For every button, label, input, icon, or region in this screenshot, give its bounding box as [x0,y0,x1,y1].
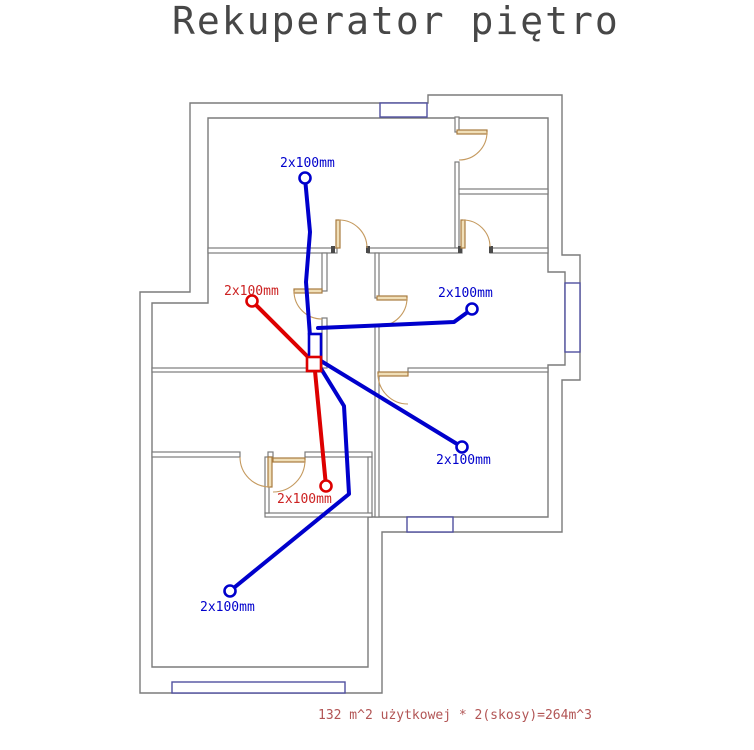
door-arc [239,456,271,488]
doors [239,129,491,493]
interior-wall [207,247,338,254]
exhaust-riser-box [305,355,323,373]
area-calculation-note: 132 m^2 użytkowej * 2(skosy)=264m^3 [318,708,592,723]
interior-wall [374,252,380,299]
supply-diffuser [465,302,479,316]
duct-size-label: 2x100mm [224,284,279,299]
interior-wall [151,367,323,373]
diffusers [223,171,479,598]
exhaust-diffuser [245,294,259,308]
interior-wall [367,247,463,254]
door-leaf [456,129,488,135]
duct-labels: 2x100mm 2x100mm 2x100mm 2x100mm 2x100mm … [200,156,493,615]
interior-wall [321,252,328,292]
door-arc [378,297,408,327]
interior-wall [367,456,373,518]
interior-wall [304,451,373,458]
exterior-wall-outer [139,94,581,694]
supply-diffuser [298,171,312,185]
window-bottom-right [406,516,454,533]
supply-diffuser [455,440,469,454]
window-bottom-left [171,681,346,694]
recuperator-riser-unit [305,332,323,373]
supply-duct-bottom-left [228,365,351,593]
door-arc [272,459,306,493]
windows [171,102,581,694]
door-leaf [267,456,273,488]
drawing-title: Rekuperator piętro [172,0,620,43]
interior-wall [374,325,380,518]
exhaust-duct-wc [313,369,328,488]
supply-riser-box [307,332,323,360]
window-bay-right [564,282,581,353]
exterior-walls [139,94,581,694]
supply-ducts [228,176,474,593]
door-jamb [458,246,462,253]
supply-duct-top-left [303,176,312,338]
interior-wall [407,367,549,373]
door-arc [293,290,323,320]
duct-size-label: 2x100mm [277,492,332,507]
supply-diffuser [223,584,237,598]
interior-wall [151,451,241,458]
door-jamb [366,246,370,253]
exhaust-duct-left-middle [250,299,312,361]
door-arc [377,373,409,405]
supply-duct-bottom-right [319,359,464,449]
interior-walls [151,116,549,518]
exterior-wall-inner [151,117,566,668]
door-leaf [272,457,306,463]
door-leaf [376,295,408,301]
door-leaf [377,371,409,377]
supply-duct-middle-right [316,307,474,330]
door-arc [458,131,488,161]
door-leaf [460,219,466,249]
door-arc [338,219,368,249]
exhaust-diffuser [319,479,333,493]
door-jamb [489,246,493,253]
duct-size-label: 2x100mm [436,453,491,468]
duct-size-label: 2x100mm [280,156,335,171]
door-arc [462,219,491,248]
interior-wall [267,451,274,458]
door-jamb [331,246,335,253]
interior-wall [458,188,549,195]
exhaust-ducts [250,299,328,488]
door-leaf [335,219,341,249]
duct-size-label: 2x100mm [200,600,255,615]
interior-wall [454,161,460,249]
duct-size-label: 2x100mm [438,286,493,301]
window-top [379,102,428,118]
interior-wall [489,247,549,254]
